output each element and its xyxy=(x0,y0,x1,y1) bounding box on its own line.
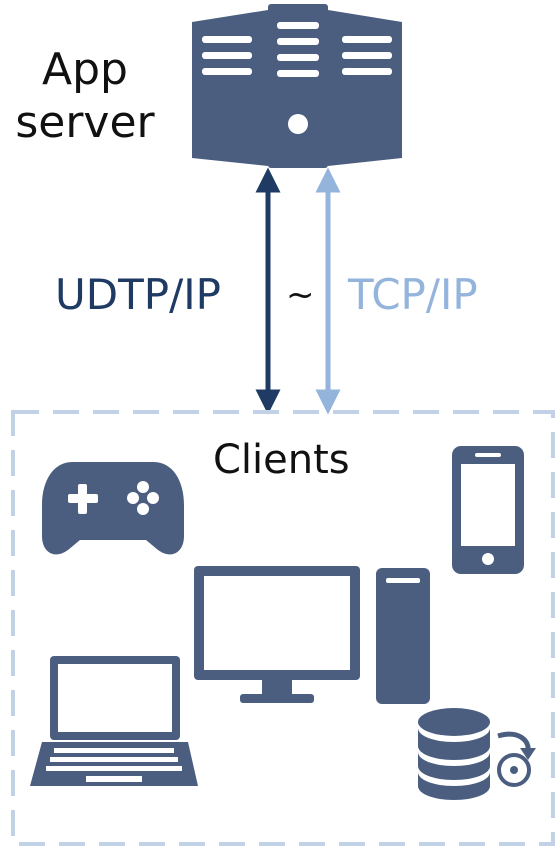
app-server-label: App server xyxy=(10,44,160,150)
tcp-label: TCP/IP xyxy=(348,270,478,319)
app-server-label-line1: App xyxy=(42,44,128,95)
clients-group-border xyxy=(11,410,555,846)
udtp-label: UDTP/IP xyxy=(55,270,221,319)
server-rack-icon xyxy=(192,4,402,168)
app-server-label-line2: server xyxy=(15,96,155,148)
desktop-monitor-icon xyxy=(194,566,360,703)
smartphone-icon xyxy=(452,446,524,574)
gamepad-icon xyxy=(42,462,184,555)
database-backup-icon xyxy=(418,708,536,800)
pc-tower-icon xyxy=(376,568,430,704)
approx-tilde: ~ xyxy=(286,275,315,315)
clients-label: Clients xyxy=(213,437,350,483)
laptop-icon xyxy=(30,656,198,786)
